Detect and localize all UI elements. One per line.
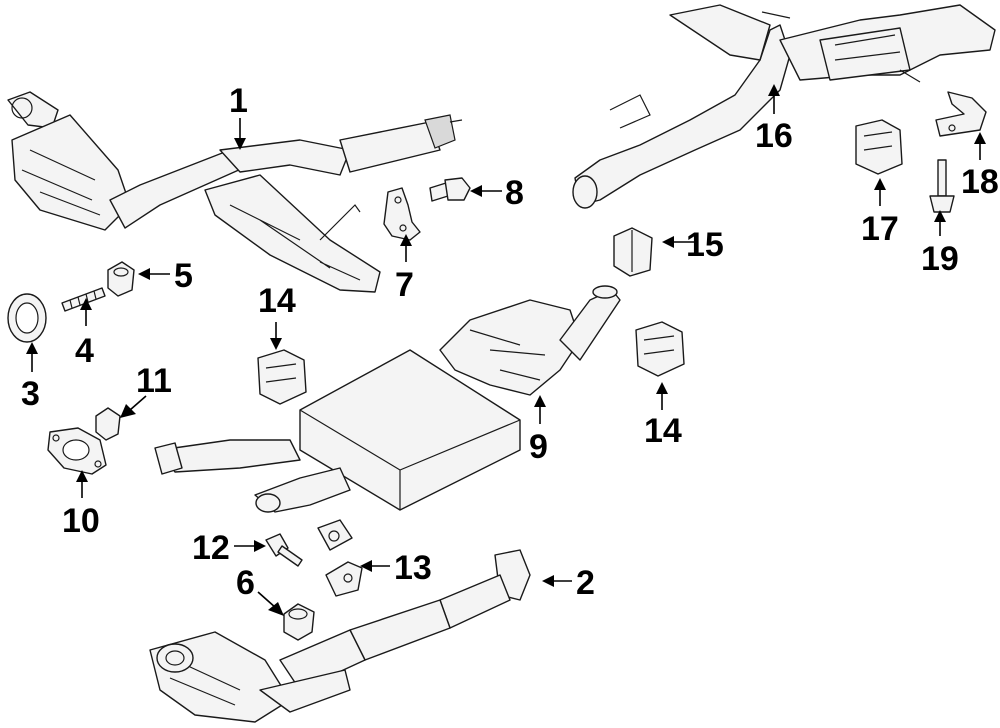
callout-11: 11: [136, 362, 172, 400]
part-14a-hanger-insulator: [257, 349, 307, 405]
part-15-hanger-bracket: [613, 227, 653, 277]
part-5-nut: [107, 261, 135, 297]
part-2-lower-converter-pipe: [149, 549, 531, 723]
callout-7: 7: [395, 266, 414, 304]
part-4-stud: [61, 287, 106, 312]
callout-16: 16: [755, 117, 793, 155]
part-9-muffler-assembly: [154, 285, 621, 551]
callout-12: 12: [192, 529, 230, 567]
part-18-hanger-bracket: [935, 91, 987, 137]
part-12-bolt: [265, 533, 303, 567]
part-7-bracket: [383, 187, 421, 241]
callout-2: 2: [576, 564, 595, 602]
callout-4: 4: [75, 332, 94, 370]
callout-19: 19: [921, 240, 959, 278]
part-16-tailpipe-resonator: [572, 4, 996, 209]
callout-1: 1: [229, 82, 248, 120]
callout-numbers: 1 2 3 4 5 6 7 8 9 10 11 12 13 14 14 15 1…: [21, 82, 999, 602]
callout-18: 18: [961, 163, 999, 201]
callout-17: 17: [861, 210, 899, 248]
callout-10: 10: [62, 502, 100, 540]
part-1-front-converter-pipe: [7, 91, 463, 293]
part-14b-hanger-insulator: [635, 321, 685, 377]
part-10-gasket: [47, 427, 107, 475]
part-11-nut: [95, 407, 121, 441]
callout-9: 9: [529, 428, 548, 466]
callout-8: 8: [505, 174, 524, 212]
callout-15: 15: [686, 226, 724, 264]
part-8-bolt: [429, 177, 471, 202]
callout-6: 6: [236, 564, 255, 602]
callout-14a: 14: [258, 282, 296, 320]
part-13-bracket: [325, 561, 363, 597]
callout-leaders: [26, 84, 986, 616]
part-19-hanger-rod: [929, 159, 955, 213]
part-3-gasket-ring: [7, 293, 47, 343]
callout-14b: 14: [644, 412, 682, 450]
part-6-nut: [283, 603, 315, 641]
callout-13: 13: [394, 549, 432, 587]
callout-5: 5: [174, 257, 193, 295]
callout-3: 3: [21, 375, 40, 413]
part-17-insulator: [855, 119, 903, 175]
